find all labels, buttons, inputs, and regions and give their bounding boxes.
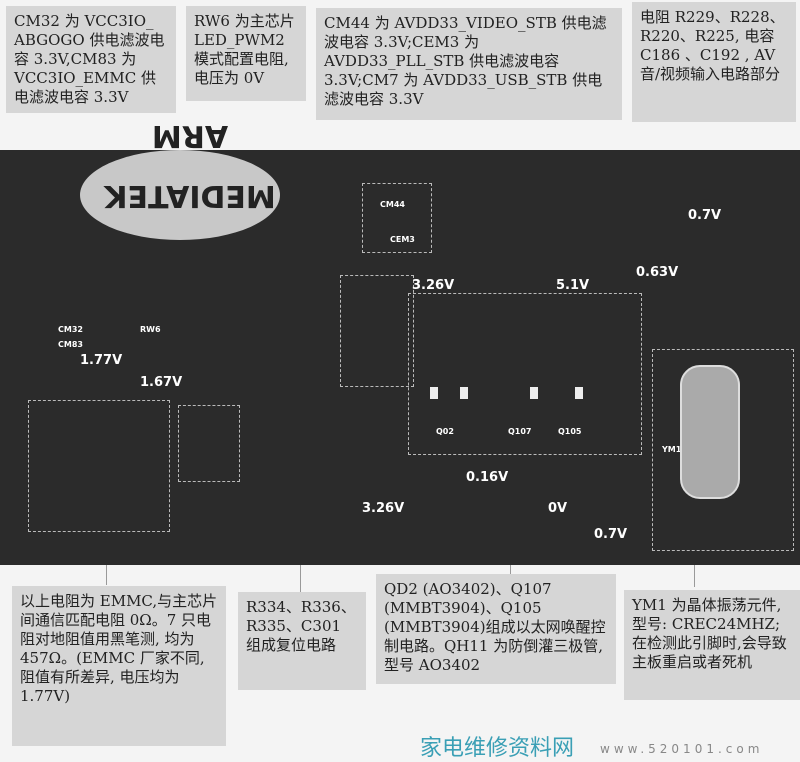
- label-cm32: CM32: [58, 325, 83, 334]
- component: [460, 387, 468, 399]
- label-ym1: YM1: [662, 445, 682, 454]
- callout-reset: R334、R336、R335、C301 组成复位电路: [238, 592, 366, 690]
- callout-ym1: YM1 为晶体振荡元件, 型号: CREC24MHZ;在检测此引脚时,会导致主板…: [624, 590, 800, 700]
- voltage-3-26v-bottom: 3.26V: [362, 501, 405, 516]
- callout-cm44: CM44 为 AVDD33_VIDEO_STB 供电滤波电容 3.3V;CEM3…: [316, 8, 622, 120]
- arrow-reset: [300, 565, 301, 592]
- mediatek-logo: MEDIATEK ARM: [104, 118, 276, 213]
- voltage-0v: 0V: [548, 501, 568, 516]
- label-cm83: CM83: [58, 340, 83, 349]
- voltage-0-7v-bottom: 0.7V: [594, 527, 628, 542]
- label-q107: Q107: [508, 427, 532, 436]
- callout-qd2: QD2 (AO3402)、Q107 (MMBT3904)、Q105 (MMBT3…: [376, 574, 616, 684]
- component: [530, 387, 538, 399]
- component: [430, 387, 438, 399]
- arrow-qd2: [510, 565, 511, 574]
- arrow-emmc: [106, 565, 107, 585]
- ethernet-area: [408, 293, 642, 455]
- label-cm44: CM44: [380, 200, 405, 209]
- callout-rw6: RW6 为主芯片 LED_PWM2 模式配置电阻,电压为 0V: [186, 6, 306, 101]
- label-cem3: CEM3: [390, 235, 415, 244]
- voltage-1-67v: 1.67V: [140, 375, 183, 390]
- voltage-0-16v: 0.16V: [466, 470, 509, 485]
- voltage-5-1v: 5.1V: [556, 278, 590, 293]
- emmc-area: [28, 400, 170, 532]
- label-q105: Q105: [558, 427, 582, 436]
- pcb-photo: MEDIATEK ARM CM44 CEM3 CM32 CM83 RW6 Q02…: [0, 118, 800, 565]
- label-q02: Q02: [436, 427, 454, 436]
- voltage-0-63v: 0.63V: [636, 265, 679, 280]
- voltage-1-77v: 1.77V: [80, 353, 123, 368]
- callout-emmc: 以上电阻为 EMMC,与主芯片间通信匹配电阻 0Ω。7 只电阻对地阻值用黑笔测,…: [12, 586, 226, 746]
- av-area: [340, 275, 414, 387]
- arrow-ym1: [694, 565, 695, 587]
- voltage-0-7v-top: 0.7V: [688, 208, 722, 223]
- label-rw6: RW6: [140, 325, 161, 334]
- callout-r229: 电阻 R229、R228、R220、R225, 电容 C186 、C192 , …: [632, 2, 796, 122]
- component: [575, 387, 583, 399]
- chip-marking: [80, 150, 280, 240]
- cm44-area: [362, 183, 432, 253]
- voltage-3-26v: 3.26V: [412, 278, 455, 293]
- callout-cm32: CM32 为 VCC3IO_ ABGOGO 供电滤波电容 3.3V,CM83 为…: [6, 6, 176, 113]
- watermark-url: www.520101.com: [600, 742, 764, 756]
- watermark-logo: 家电维修资料网: [420, 736, 575, 761]
- crystal-ym1: [680, 365, 740, 499]
- crystal-area: [652, 349, 794, 551]
- reset-area: [178, 405, 240, 482]
